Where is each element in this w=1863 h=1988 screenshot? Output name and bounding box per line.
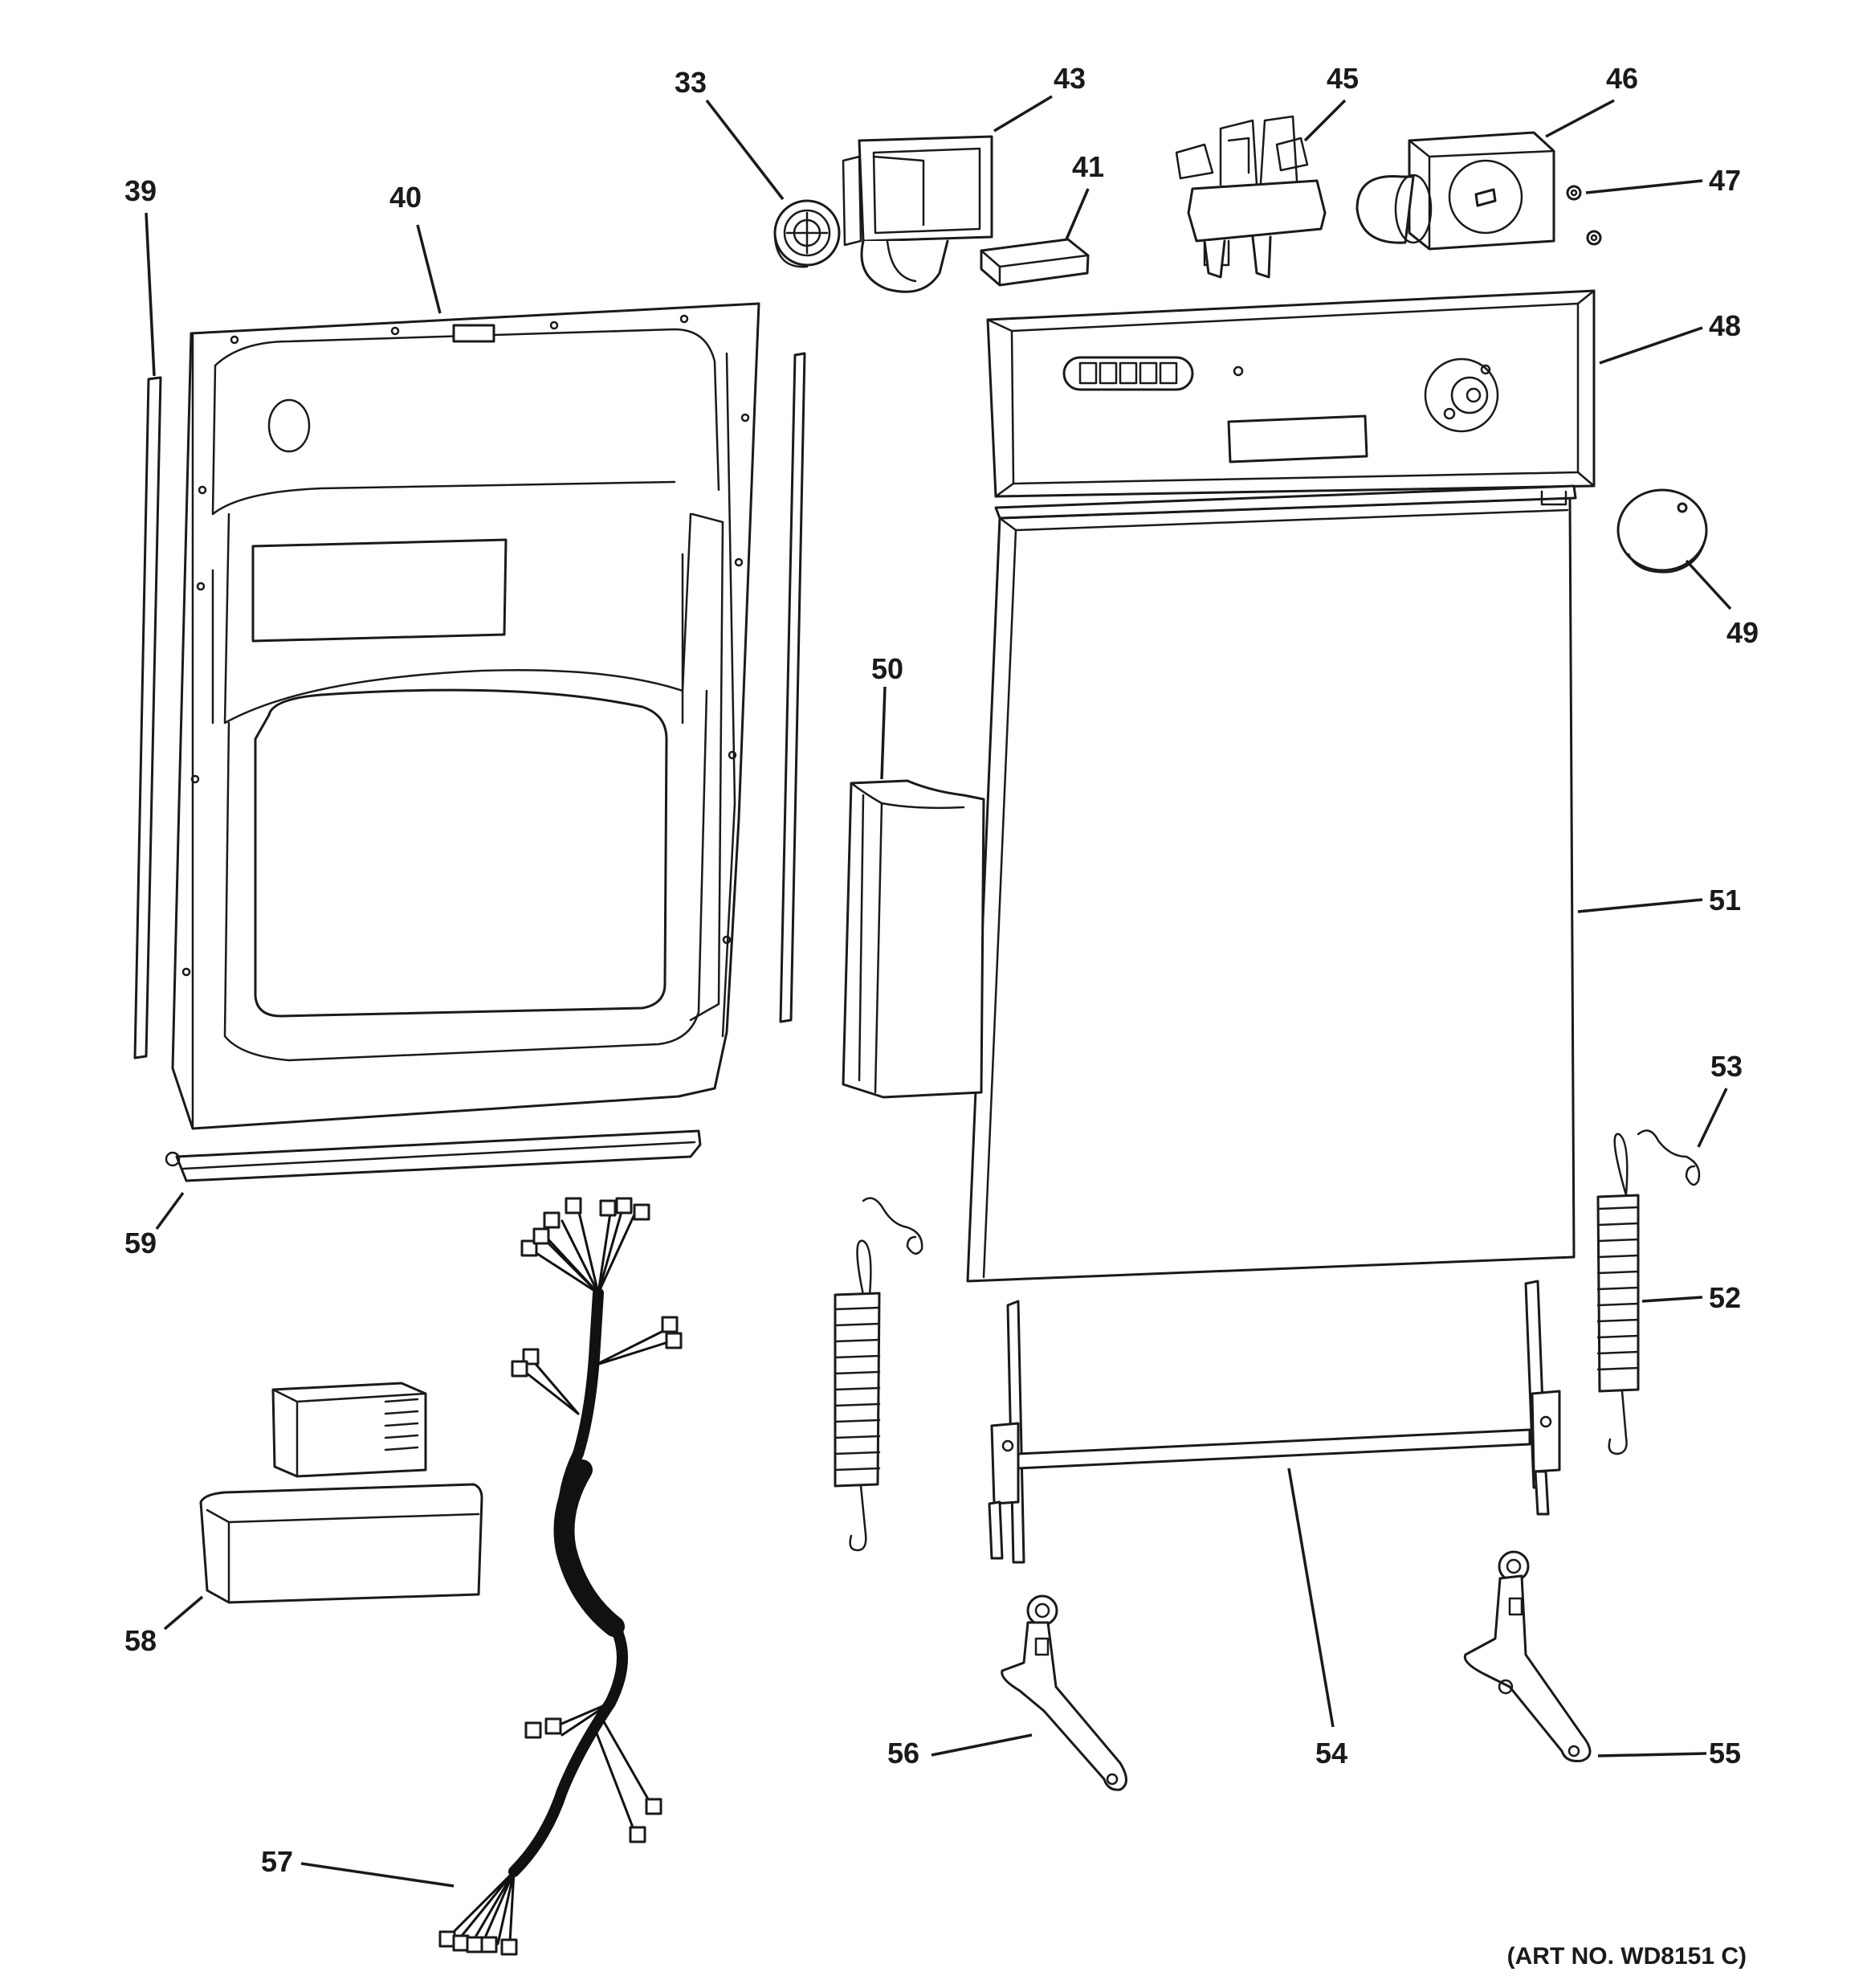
callout-45: 45 [1327,62,1359,95]
part-46-timer [1355,131,1555,251]
part-57-wire-harness [438,1197,683,1956]
part-52-spring-right [1596,1133,1640,1455]
callout-33: 33 [675,66,707,99]
callout-49: 49 [1726,616,1759,649]
callout-57: 57 [261,1845,293,1878]
leader-51 [1577,898,1703,913]
part-48-control-panel [986,289,1596,498]
callout-52: 52 [1709,1281,1741,1314]
leader-59 [155,1191,185,1231]
part-59-door-bottom-trim [165,1129,702,1182]
leader-lines [145,95,1732,1888]
part-49-knob [1616,488,1708,574]
callout-labels: 33 39 40 41 43 45 46 47 48 49 50 51 52 5… [124,62,1759,1878]
leader-47 [1585,179,1703,194]
callout-55: 55 [1709,1737,1741,1770]
leader-33 [705,99,785,201]
callout-40: 40 [389,181,422,214]
part-50-door-vent-insulation [842,779,985,1099]
leader-48 [1599,326,1703,365]
part-33-dial [773,199,841,268]
part-hook-left [862,1197,923,1255]
art-number: (ART NO. WD8151 C) [1507,1943,1747,1970]
callout-48: 48 [1709,309,1741,342]
part-40-inner-door-panel [171,302,760,1130]
leader-57 [300,1862,455,1888]
callout-46: 46 [1606,62,1638,95]
part-56-hinge-left [1001,1594,1127,1791]
callout-39: 39 [124,174,157,207]
leader-39 [145,212,156,377]
leader-54 [1287,1468,1335,1728]
leader-41 [1065,188,1090,240]
callout-59: 59 [124,1227,157,1259]
leader-40 [416,224,442,314]
leader-55 [1597,1752,1707,1757]
leader-58 [163,1595,204,1631]
leader-45 [1303,99,1347,142]
callout-56: 56 [887,1737,919,1770]
callout-47: 47 [1709,164,1741,197]
part-spring-left [834,1239,881,1552]
part-55-hinge-right [1463,1550,1592,1762]
leader-49 [1685,559,1732,610]
part-39-door-gasket-left [133,376,162,1059]
leader-50 [880,686,887,780]
part-51-outer-door-panel [966,484,1577,1283]
leader-52 [1641,1296,1703,1303]
callout-50: 50 [871,652,903,685]
callout-54: 54 [1315,1737,1347,1770]
callout-58: 58 [124,1624,157,1657]
leader-46 [1545,99,1615,138]
callout-51: 51 [1709,884,1741,916]
part-41-trim-piece [980,238,1090,287]
leader-43 [993,95,1053,133]
part-54-door-link-bar [988,1280,1561,1564]
callout-43: 43 [1054,62,1086,95]
part-45-latch-switch [1175,115,1327,279]
leader-56 [931,1733,1033,1757]
part-47-nuts [1566,185,1602,246]
part-43-dispenser-housing [842,135,993,293]
callout-53: 53 [1710,1050,1743,1083]
part-58-control-module [199,1382,483,1604]
callout-41: 41 [1072,150,1104,183]
part-53-hook-right [1637,1129,1701,1186]
part-door-gasket-right [779,352,806,1023]
leader-53 [1697,1088,1728,1148]
